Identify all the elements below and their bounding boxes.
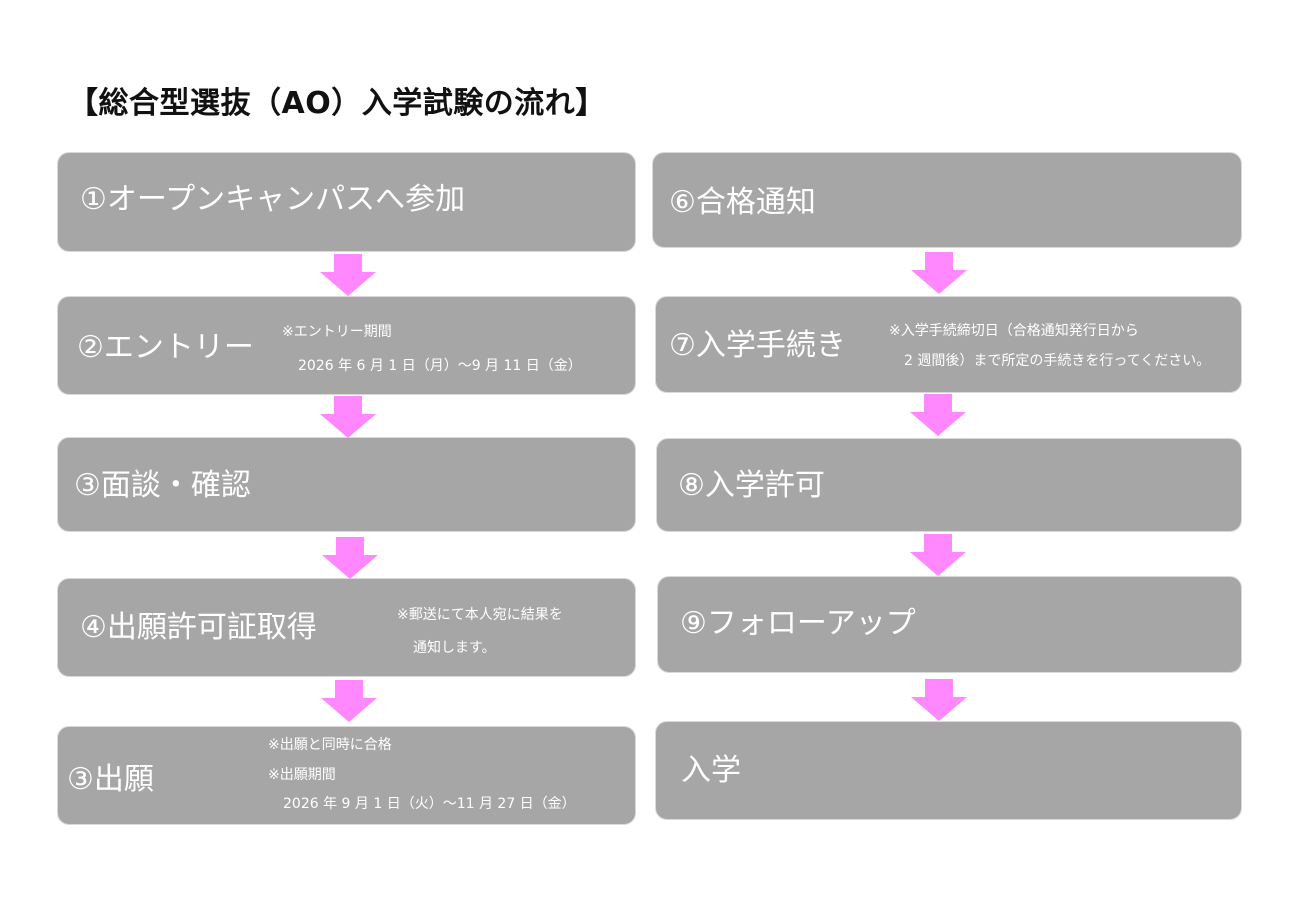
step-entry: ②エントリー ※エントリー期間 2026 年 6 月 1 日（月）～9 月 11… xyxy=(57,296,636,395)
step-label: ⑨フォローアップ xyxy=(680,606,916,641)
step-label: ⑥合格通知 xyxy=(669,185,816,220)
step-label: 入学 xyxy=(681,753,741,788)
step-open-campus: ①オープンキャンパスへ参加 xyxy=(57,152,636,252)
step-label: ②エントリー xyxy=(77,330,254,365)
step-note: ※出願と同時に合格 xyxy=(268,737,392,753)
step-enrollment: 入学 xyxy=(655,721,1242,820)
down-arrow-icon xyxy=(911,679,967,721)
step-note: ※入学手続締切日（合格通知発行日から xyxy=(889,323,1139,339)
step-label: ①オープンキャンパスへ参加 xyxy=(80,182,466,217)
step-label: ③面談・確認 xyxy=(74,468,251,503)
step-pass-notice: ⑥合格通知 xyxy=(652,152,1242,248)
step-note: 2026 年 9 月 1 日（火）～11 月 27 日（金） xyxy=(283,796,576,812)
page-title: 【総合型選抜（AO）入学試験の流れ】 xyxy=(68,86,606,121)
down-arrow-icon xyxy=(320,254,376,296)
step-note: 2 週間後）まで所定の手続きを行ってください。 xyxy=(904,353,1211,369)
step-application-permit: ④出願許可証取得 ※郵送にて本人宛に結果を 通知します。 xyxy=(57,578,636,677)
down-arrow-icon xyxy=(322,537,378,579)
down-arrow-icon xyxy=(911,252,967,294)
step-interview: ③面談・確認 xyxy=(57,437,636,532)
step-label: ④出願許可証取得 xyxy=(80,610,317,645)
down-arrow-icon xyxy=(321,680,377,722)
step-label: ⑦入学手続き xyxy=(669,328,846,363)
step-note: ※郵送にて本人宛に結果を xyxy=(397,607,563,623)
down-arrow-icon xyxy=(910,394,966,436)
step-note: ※エントリー期間 xyxy=(282,324,392,340)
step-follow-up: ⑨フォローアップ xyxy=(657,576,1242,673)
step-admission-permit: ⑧入学許可 xyxy=(656,438,1242,532)
down-arrow-icon xyxy=(910,534,966,576)
step-note: 通知します。 xyxy=(413,640,496,656)
step-label: ⑧入学許可 xyxy=(678,468,825,503)
down-arrow-icon xyxy=(320,396,376,438)
step-label: ③出願 xyxy=(67,762,154,797)
step-note: ※出願期間 xyxy=(268,767,336,783)
step-application: ③出願 ※出願と同時に合格 ※出願期間 2026 年 9 月 1 日（火）～11… xyxy=(57,726,636,825)
step-note: 2026 年 6 月 1 日（月）～9 月 11 日（金） xyxy=(298,358,582,374)
step-enrollment-procedure: ⑦入学手続き ※入学手続締切日（合格通知発行日から 2 週間後）まで所定の手続き… xyxy=(655,296,1242,393)
